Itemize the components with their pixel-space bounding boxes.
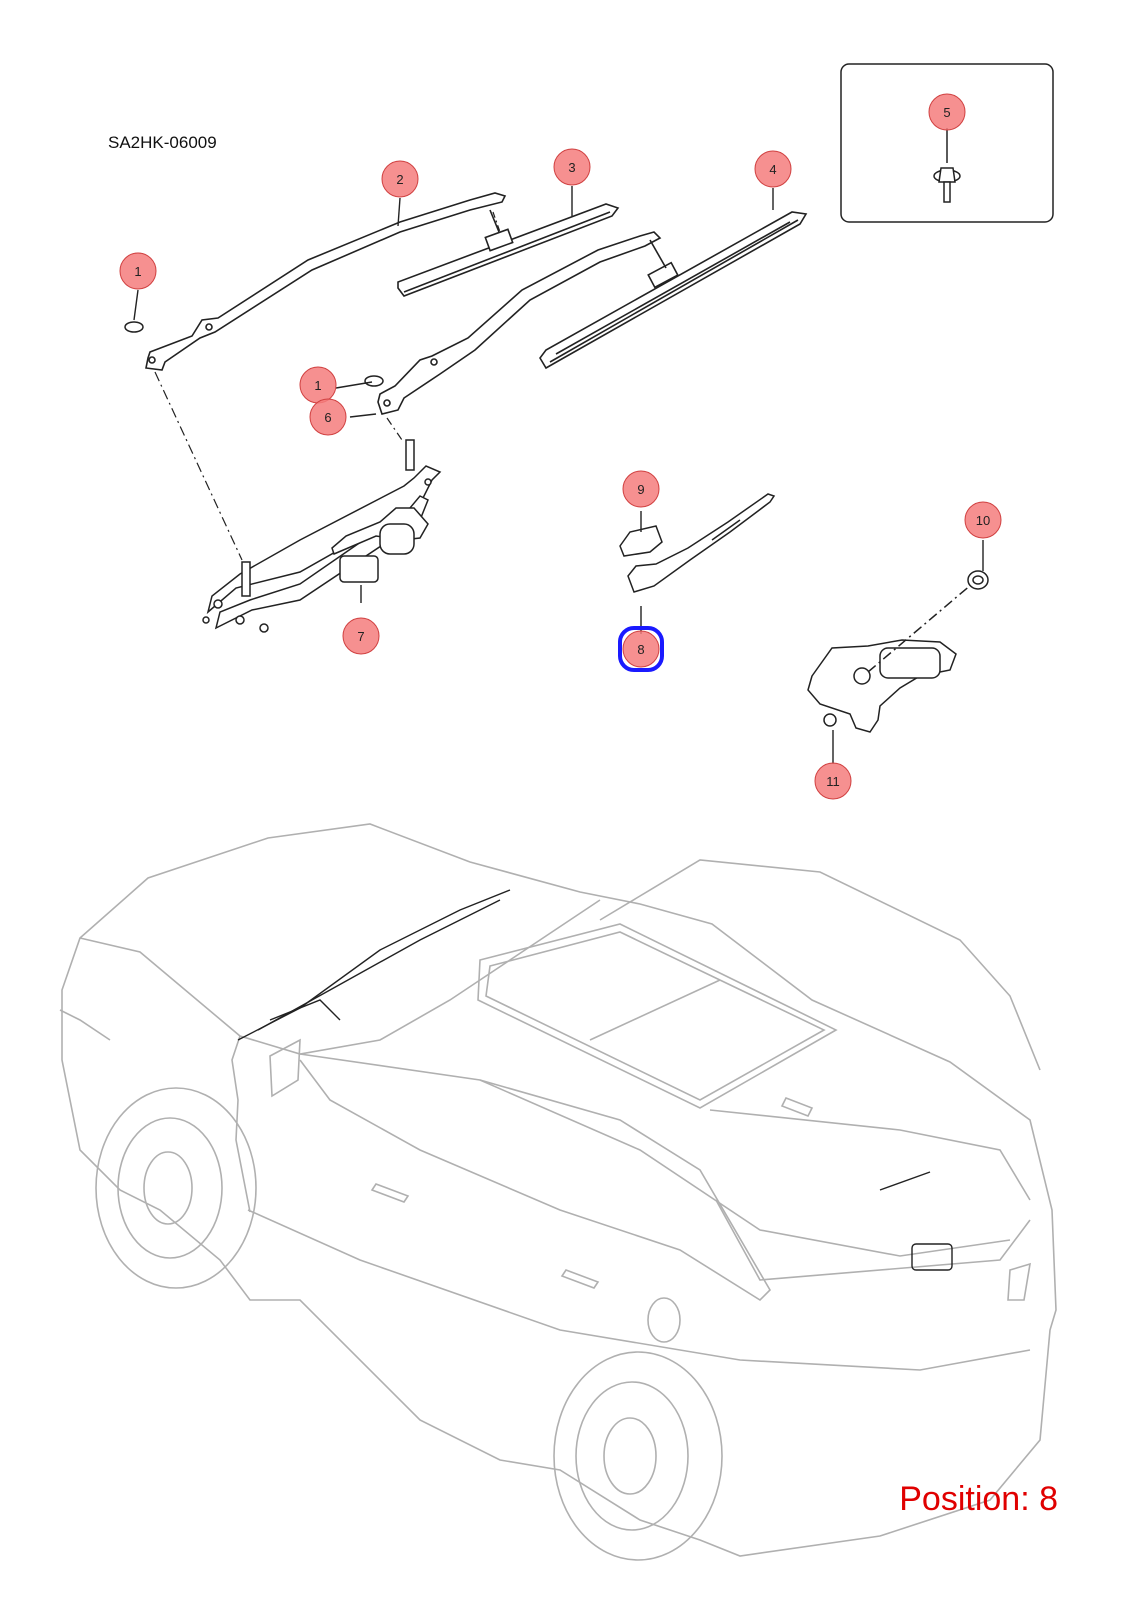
assembly-line	[386, 417, 403, 441]
car-outline	[59, 823, 1057, 1561]
assembly-line	[154, 371, 243, 561]
callout-8-selected[interactable]: 8	[618, 626, 664, 672]
front-wiper-arm-right	[377, 231, 662, 415]
nut-part-10	[967, 570, 989, 590]
wiper-linkage-motor	[202, 439, 442, 633]
callout-10[interactable]: 10	[964, 501, 1002, 539]
callout-5[interactable]: 5	[928, 93, 966, 131]
cap-part-1-b	[364, 375, 384, 387]
rear-wiper-motor	[807, 583, 973, 733]
diagram-code: SA2HK-06009	[108, 133, 217, 152]
callout-1[interactable]: 1	[299, 366, 337, 404]
callout-label: 3	[568, 160, 575, 175]
callout-label: 8	[637, 642, 644, 657]
position-label: Position: 8	[899, 1480, 1058, 1518]
callout-9[interactable]: 9	[622, 470, 660, 508]
callout-label: 5	[943, 105, 950, 120]
callout-6[interactable]: 6	[309, 398, 347, 436]
front-wiper-blade-right	[539, 211, 808, 370]
callout-label: 7	[357, 629, 364, 644]
callout-1[interactable]: 1	[119, 252, 157, 290]
car-wiper-detail	[237, 889, 953, 1271]
callout-label: 9	[637, 482, 644, 497]
callout-4[interactable]: 4	[754, 150, 792, 188]
front-wiper-arm-left	[145, 192, 507, 371]
callout-3[interactable]: 3	[553, 148, 591, 186]
cap-part-1-a	[124, 321, 144, 333]
front-wiper-blade-left	[397, 203, 620, 297]
inset-box	[840, 63, 1054, 223]
callout-label: 10	[976, 513, 990, 528]
callout-label: 1	[314, 378, 321, 393]
selection-highlight	[618, 626, 664, 672]
callout-label: 6	[324, 410, 331, 425]
rear-wiper-arm	[627, 493, 776, 593]
bolt-part-5	[933, 128, 961, 203]
callout-label: 2	[396, 172, 403, 187]
callout-label: 4	[769, 162, 776, 177]
callout-7[interactable]: 7	[342, 617, 380, 655]
rear-wiper-cap	[619, 525, 663, 557]
callout-label: 1	[134, 264, 141, 279]
callout-label: 11	[826, 774, 840, 789]
assembly-line	[492, 211, 501, 233]
callout-2[interactable]: 2	[381, 160, 419, 198]
callout-11[interactable]: 11	[814, 762, 852, 800]
